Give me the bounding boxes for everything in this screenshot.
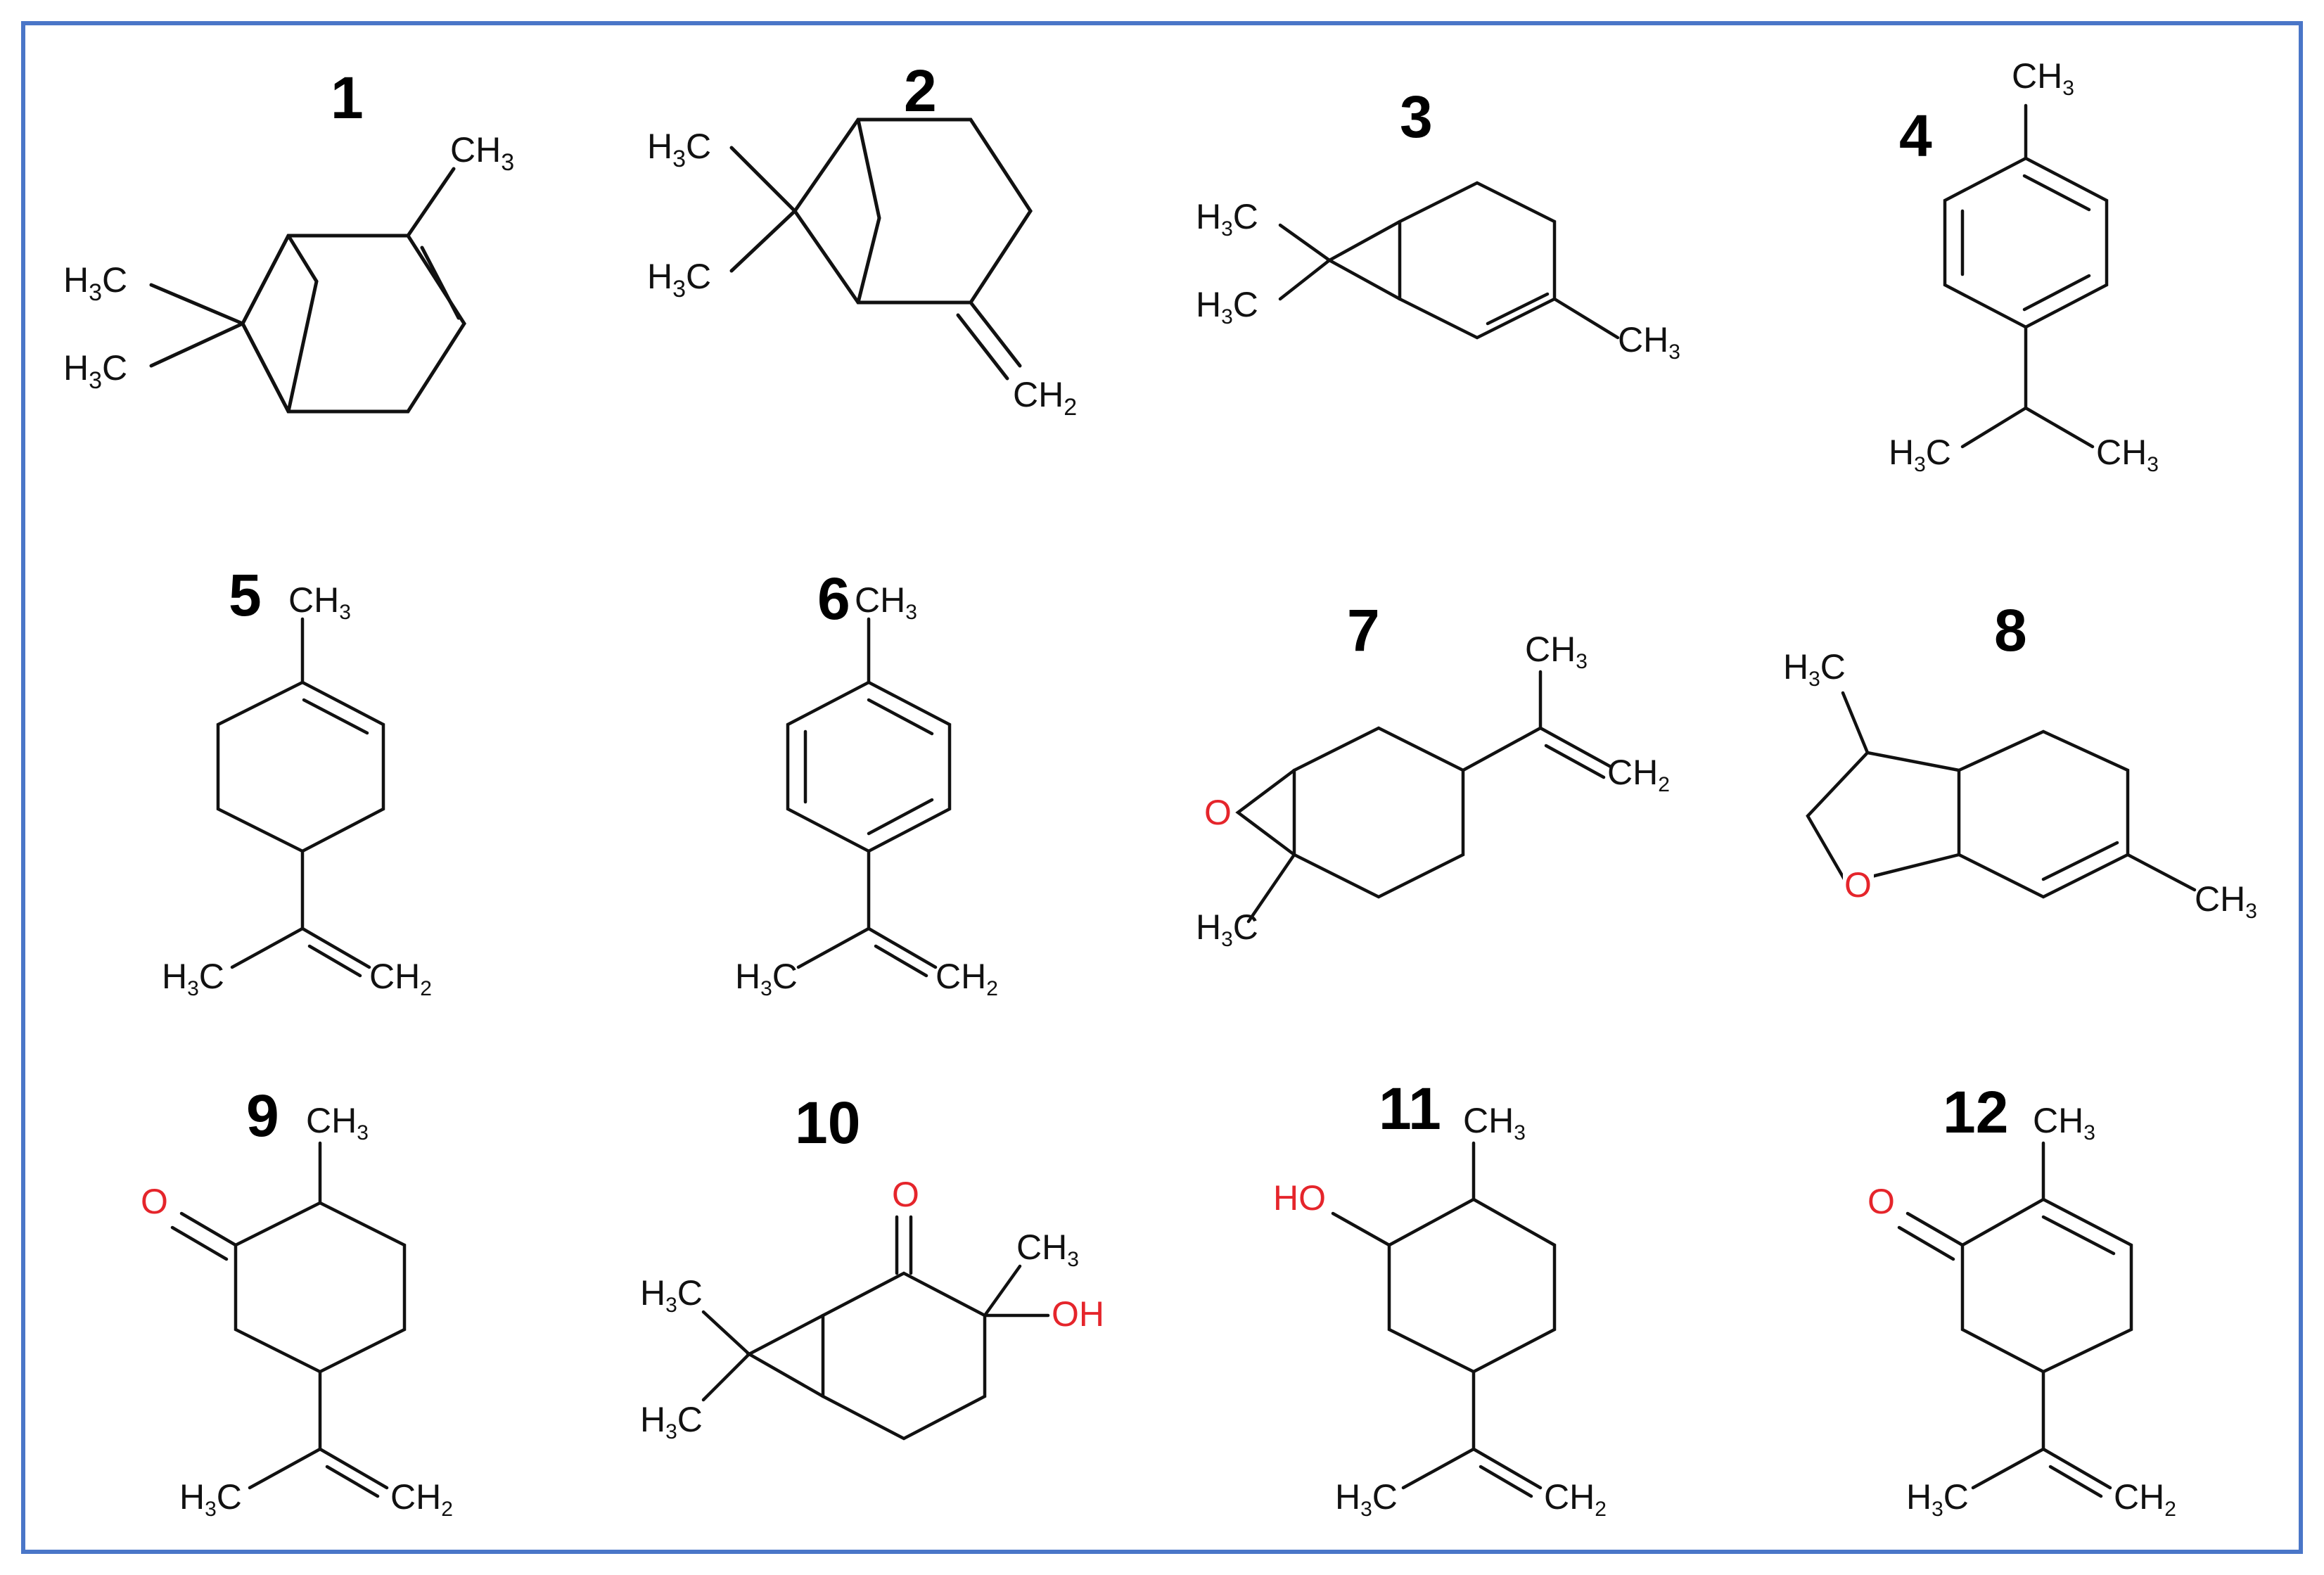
molecule-3: 3 H3C H3C CH3 <box>1196 84 1680 364</box>
bonds <box>1897 1141 2133 1498</box>
ch3-label: CH3 <box>306 1101 369 1144</box>
bonds <box>1806 691 2197 899</box>
ch3-label: CH3 <box>1016 1228 1079 1271</box>
ch3-label: CH3 <box>1618 320 1680 364</box>
h3c-label: H3C <box>647 127 711 172</box>
oxygen-label: O <box>892 1175 919 1214</box>
ch2-label: CH2 <box>369 957 432 1000</box>
h3c-label: H3C <box>1196 907 1258 951</box>
molecule-number: 12 <box>1943 1079 2008 1145</box>
ch2-label: CH2 <box>1013 375 1077 421</box>
h3c-label: H3C <box>1335 1477 1398 1521</box>
molecule-number: 2 <box>904 58 937 124</box>
h3c-label: H3C <box>1196 197 1258 241</box>
h3c-label: H3C <box>63 260 127 306</box>
h3c-label: H3C <box>640 1400 703 1443</box>
molecule-number: 8 <box>1994 597 2027 663</box>
molecule-8: 8 O H3C CH3 <box>1783 597 2257 923</box>
h3c-label: H3C <box>1906 1477 1969 1521</box>
h3c-label: H3C <box>640 1273 703 1317</box>
ch2-label: CH2 <box>390 1477 453 1521</box>
bonds <box>701 1215 1050 1441</box>
molecule-12: 12 CH3 O H3C CH2 <box>1868 1079 2176 1521</box>
hydroxyl-label: OH <box>1052 1294 1104 1334</box>
h3c-label: H3C <box>162 957 224 1000</box>
molecule-number: 11 <box>1379 1076 1441 1142</box>
bonds <box>170 1141 407 1498</box>
molecule-6: 6 CH3 H3C CH2 <box>735 566 998 1000</box>
molecule-11: 11 CH3 HO H3C CH2 <box>1273 1076 1607 1521</box>
ch3-label: CH3 <box>2012 56 2074 100</box>
oxygen-label: O <box>1204 793 1232 832</box>
molecule-number: 5 <box>229 562 262 628</box>
molecule-10: 10 O CH3 OH H3C H3C <box>640 1090 1104 1443</box>
molecule-1: 1 CH3 H3C H3C <box>63 65 514 414</box>
molecule-5: 5 CH3 H3C CH2 <box>162 562 432 1000</box>
h3c-label: H3C <box>735 957 798 1000</box>
molecule-number: 7 <box>1347 597 1380 663</box>
oxygen-label: O <box>141 1182 168 1221</box>
ch3-label: CH3 <box>855 580 917 624</box>
bonds <box>1235 670 1613 924</box>
ch3-label: CH3 <box>2096 433 2159 476</box>
oxygen-label: O <box>1868 1182 1895 1221</box>
ch3-label: CH3 <box>450 130 514 176</box>
molecule-number: 6 <box>817 566 850 632</box>
bonds <box>729 117 1033 381</box>
molecule-4: 4 CH3 H3C CH3 <box>1889 56 2159 476</box>
molecule-number: 10 <box>795 1090 860 1156</box>
h3c-label: H3C <box>1196 285 1258 329</box>
ch2-label: CH2 <box>1607 753 1670 796</box>
ch3-label: CH3 <box>288 580 351 624</box>
molecule-2: 2 H3C H3C CH2 <box>647 58 1077 421</box>
oxygen-label: O <box>1844 865 1872 905</box>
ch3-label: CH3 <box>1525 630 1588 673</box>
molecule-number: 1 <box>331 65 364 131</box>
h3c-label: H3C <box>1889 433 1951 476</box>
ch3-label: CH3 <box>2033 1101 2095 1144</box>
bonds <box>149 167 466 414</box>
h3c-label: H3C <box>1783 647 1846 691</box>
ch3-label: CH3 <box>1463 1101 1526 1144</box>
figure-border <box>21 21 2303 1554</box>
ch3-label: CH3 <box>2195 879 2257 923</box>
ch2-label: CH2 <box>936 957 998 1000</box>
bonds <box>216 617 385 978</box>
molecule-number: 9 <box>246 1083 279 1149</box>
h3c-label: H3C <box>647 257 711 302</box>
molecule-9: 9 CH3 O H3C CH2 <box>141 1083 453 1521</box>
bonds <box>786 617 952 978</box>
ch2-label: CH2 <box>1544 1477 1607 1521</box>
bonds <box>1943 103 2109 449</box>
ch2-label: CH2 <box>2114 1477 2176 1521</box>
molecule-number: 3 <box>1400 84 1433 150</box>
molecule-number: 4 <box>1899 103 1932 169</box>
hydroxyl-label: HO <box>1273 1178 1326 1218</box>
h3c-label: H3C <box>179 1477 242 1521</box>
h3c-label: H3C <box>63 348 127 394</box>
molecule-7: 7 O CH3 CH2 H3C <box>1196 597 1670 951</box>
bonds <box>1331 1141 1557 1498</box>
bonds <box>1278 181 1620 340</box>
